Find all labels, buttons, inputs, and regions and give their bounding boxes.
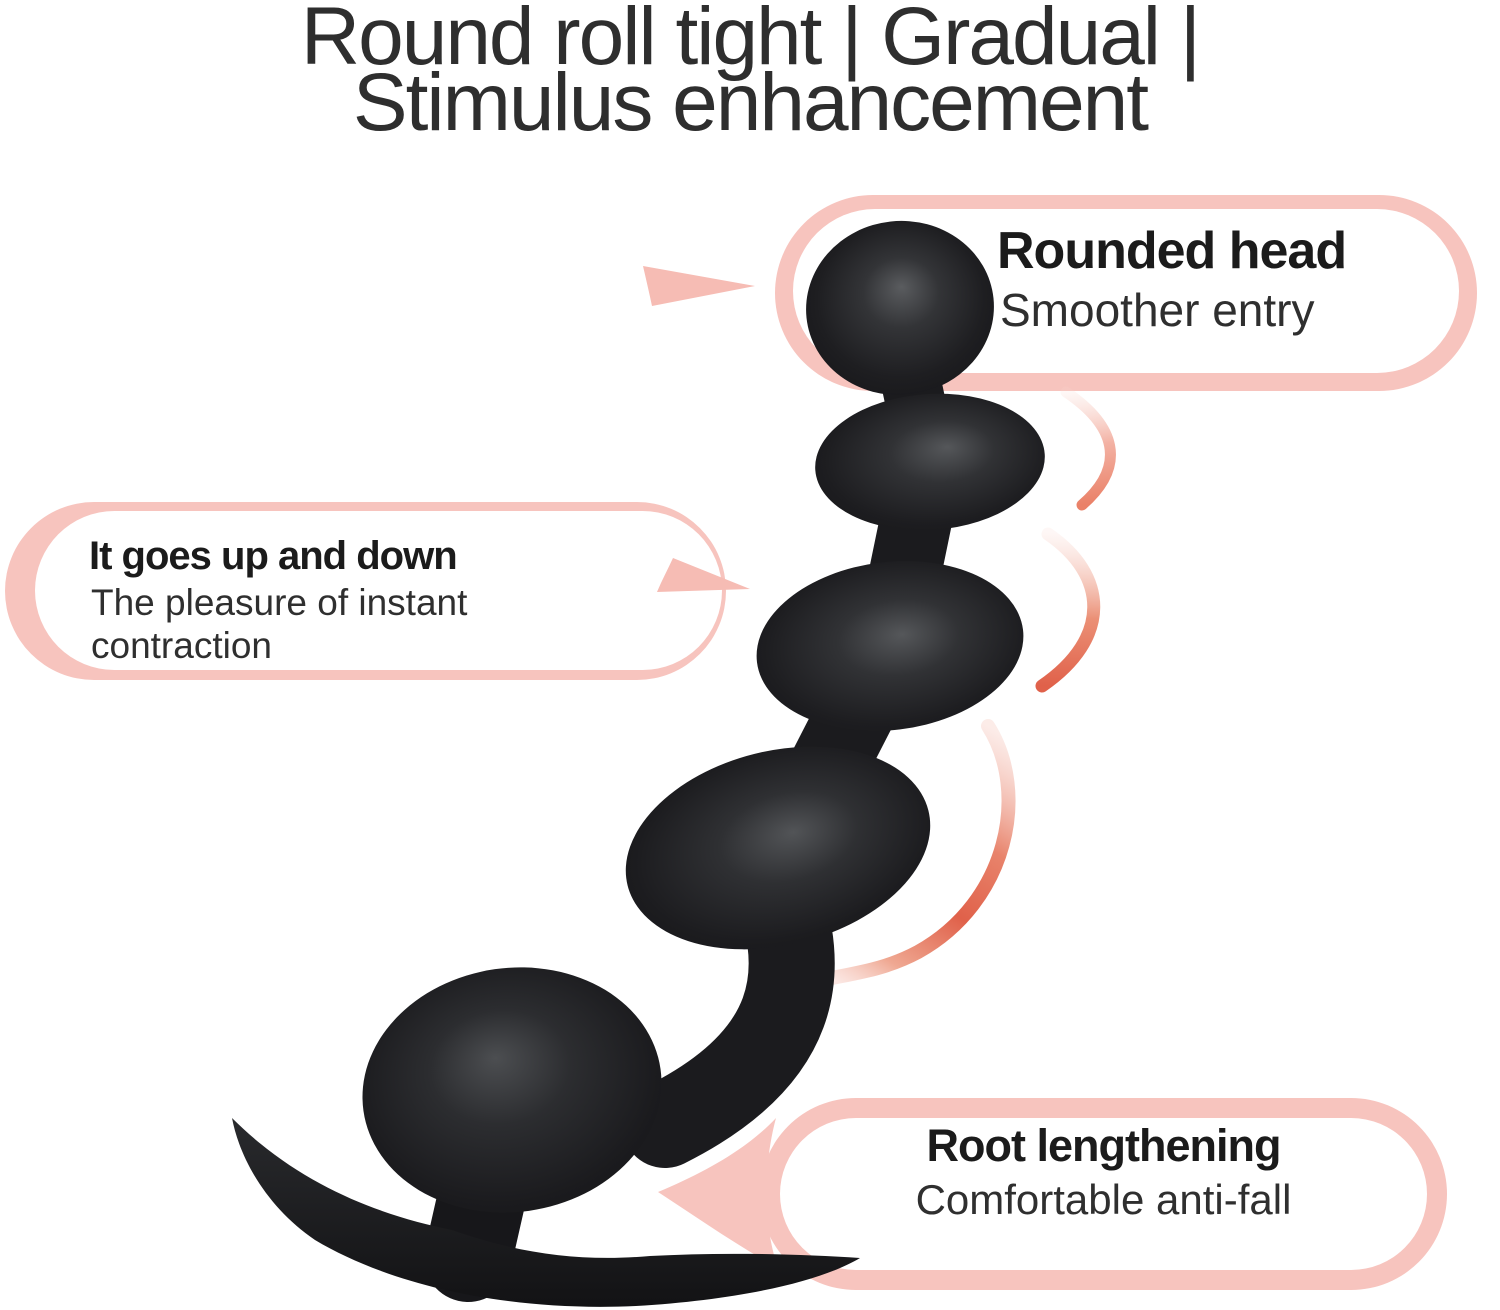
callout-up-and-down-panel bbox=[35, 511, 722, 670]
bead-2 bbox=[815, 393, 1045, 531]
callout-heading: Rounded head bbox=[997, 222, 1347, 280]
callout-body: Comfortable anti-fall bbox=[915, 1176, 1292, 1223]
neck bbox=[622, 829, 835, 1168]
motion-swoosh-icon bbox=[1060, 386, 1116, 511]
callout-root-lengthening-panel bbox=[780, 1118, 1427, 1270]
motion-swoosh-icon bbox=[825, 719, 1016, 985]
page-title-line2: Stimulus enhancement bbox=[352, 56, 1149, 148]
neck bbox=[424, 1051, 549, 1302]
callout-body: The pleasure of instant contraction bbox=[91, 582, 468, 666]
callout-up-and-down: It goes up and down The pleasure of inst… bbox=[5, 502, 726, 680]
bead-4 bbox=[625, 746, 931, 950]
neck bbox=[854, 426, 964, 682]
bead-5 bbox=[362, 967, 662, 1213]
callout-rounded-head: Rounded head Smoother entry bbox=[775, 195, 1477, 391]
callout-root-lengthening: Root lengthening Comfortable anti-fall bbox=[760, 1098, 1447, 1290]
arrow-right-icon bbox=[643, 266, 755, 306]
page-title: Round roll tight | Gradual | Stimulus en… bbox=[0, 0, 1500, 148]
bead-3 bbox=[756, 561, 1024, 731]
callout-body: Smoother entry bbox=[1000, 284, 1315, 336]
callout-heading: Root lengthening bbox=[926, 1120, 1282, 1171]
page-title-line1: Round roll tight | Gradual | bbox=[300, 0, 1201, 82]
neck bbox=[749, 607, 929, 884]
motion-swoosh-icon bbox=[1035, 527, 1101, 693]
callout-heading: It goes up and down bbox=[89, 534, 458, 578]
